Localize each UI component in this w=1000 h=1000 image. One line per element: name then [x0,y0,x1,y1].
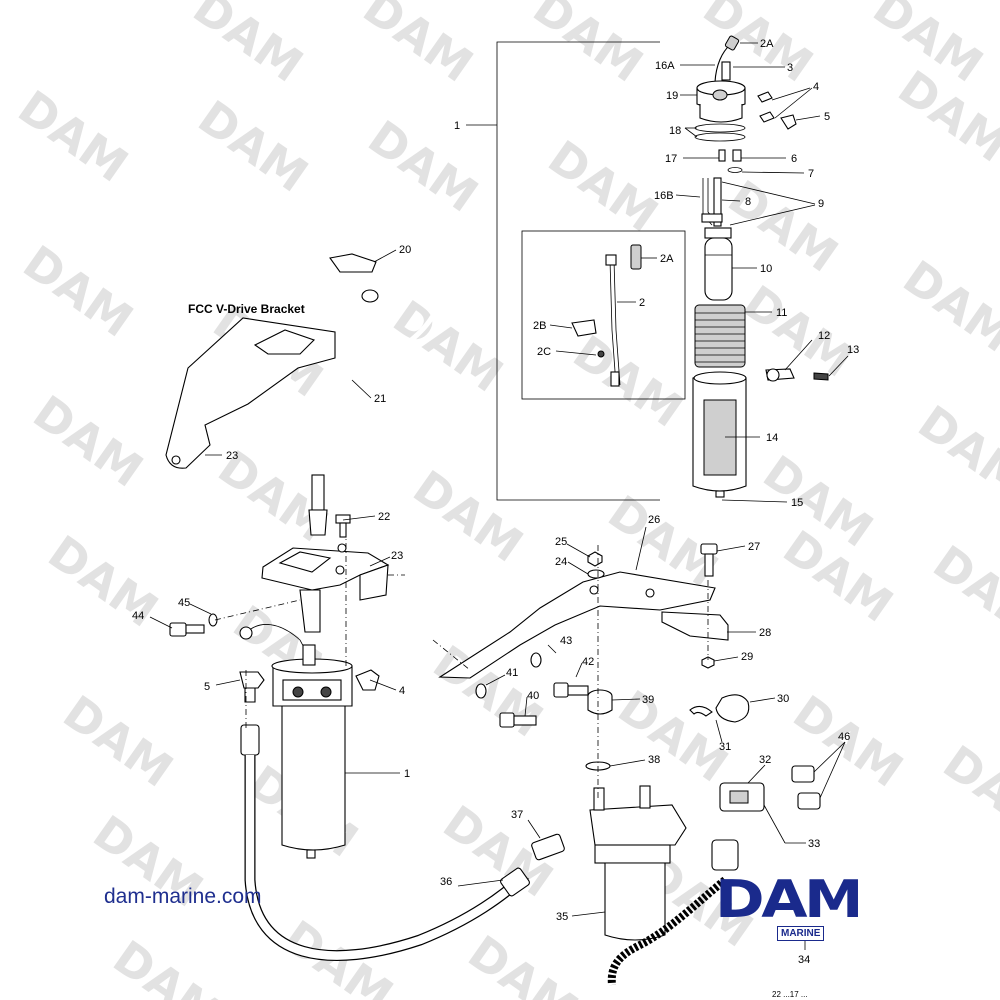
watermark: DAM [359,110,488,223]
callout-label: 26 [648,514,660,526]
watermark: DAM [564,325,693,438]
watermark: DAM [694,0,823,93]
callout-label: 10 [760,263,772,275]
callout-label: 5 [204,681,210,693]
watermark: DAM [524,0,653,93]
callout-label: 22 [378,511,390,523]
callout-label: 2C [537,346,551,358]
filter-assembly-exploded [692,35,829,498]
logo-wordmark: DAM [715,870,864,930]
callout-label: 2B [533,320,546,332]
logo-subtitle: MARINE [777,926,825,941]
callout-label: 43 [560,635,572,647]
callout-label: 40 [527,690,539,702]
callout-label: 2A [660,253,674,265]
callout-label: 2A [760,38,774,50]
callout-label: 34 [798,954,810,966]
callout-label: 38 [648,754,660,766]
callout-label: 1 [454,120,460,132]
assembly-bracket [466,41,686,501]
callout-label: 11 [776,307,787,319]
callout-label: 2 [639,297,645,309]
callout-label: 35 [556,911,568,923]
watermark: DAM [24,385,153,498]
callout-label: 16B [654,190,674,202]
callout-label: 1 [404,768,410,780]
watermark: DAM [889,60,1000,173]
callout-label: 18 [669,125,681,137]
callout-label: 6 [791,153,797,165]
callout-label: 33 [808,838,820,850]
watermark: DAM [734,275,863,388]
bracket-heading: FCC V-Drive Bracket [188,302,305,316]
callout-label: 25 [555,536,567,548]
callout-label: 37 [511,809,523,821]
callout-label: 20 [399,244,411,256]
callout-label: 41 [506,667,518,679]
callout-label: 28 [759,627,771,639]
watermark: DAM [894,250,1000,363]
alignment-lines [214,530,405,730]
watermark: DAM [924,535,1000,648]
sending-unit-kit [571,244,642,387]
callout-label: 27 [748,541,760,553]
callout-label: 46 [838,731,850,743]
callout-label: 45 [178,597,190,609]
pump-bracket-assembly [432,543,821,986]
callout-label: 39 [642,694,654,706]
callout-labels: 2A 16A 3 19 4 5 1 18 17 6 7 16B 8 9 2A 1… [132,38,859,966]
callout-label: 4 [813,81,819,93]
dam-marine-logo: DAM MARINE [715,872,897,948]
callout-label: 7 [808,168,814,180]
callout-label: 30 [777,693,789,705]
watermark: DAM [539,130,668,243]
sending-unit-kit-box [521,230,686,400]
watermark: DAM [184,0,313,93]
watermark: DAM [934,735,1000,848]
watermark: DAM [54,685,183,798]
callout-label: 5 [824,111,830,123]
watermark: DAM [9,80,138,193]
callout-label: 36 [440,876,452,888]
callout-label: 15 [791,497,803,509]
callout-label: 17 [665,153,677,165]
callout-label: 32 [759,754,771,766]
callout-label: 23 [226,450,238,462]
document-code: 22 ...17 ... [772,990,808,999]
callout-label: 44 [132,610,144,622]
callout-label: 16A [655,60,675,72]
callout-label: 3 [787,62,793,74]
leader-lines [149,42,849,950]
callout-label: 13 [847,344,859,356]
callout-label: 21 [374,393,386,405]
watermark: DAM [39,525,168,638]
callout-label: 19 [666,90,678,102]
callout-label: 14 [766,432,778,444]
watermark: DAM [104,930,233,1000]
callout-label: 42 [582,656,594,668]
watermark: DAM [189,90,318,203]
v-drive-bracket [165,317,336,469]
callout-label: 24 [555,556,567,568]
callout-label: 9 [818,198,824,210]
fuel-hose-assembly [308,253,444,536]
filter-mount-assembly [169,514,530,961]
watermark: DAM [404,460,533,573]
callout-label: 31 [719,741,731,753]
callout-label: 12 [818,330,830,342]
watermark: DAM [909,395,1000,508]
watermark: DAM [719,170,848,283]
watermark: DAM [609,680,738,793]
callout-label: 23 [391,550,403,562]
watermark: DAM [459,925,588,1000]
watermark: DAM [14,235,143,348]
callout-label: 8 [745,196,751,208]
callout-label: 29 [741,651,753,663]
website-link[interactable]: dam-marine.com [104,885,262,908]
watermark: DAM [354,0,483,93]
callout-label: 4 [399,685,405,697]
